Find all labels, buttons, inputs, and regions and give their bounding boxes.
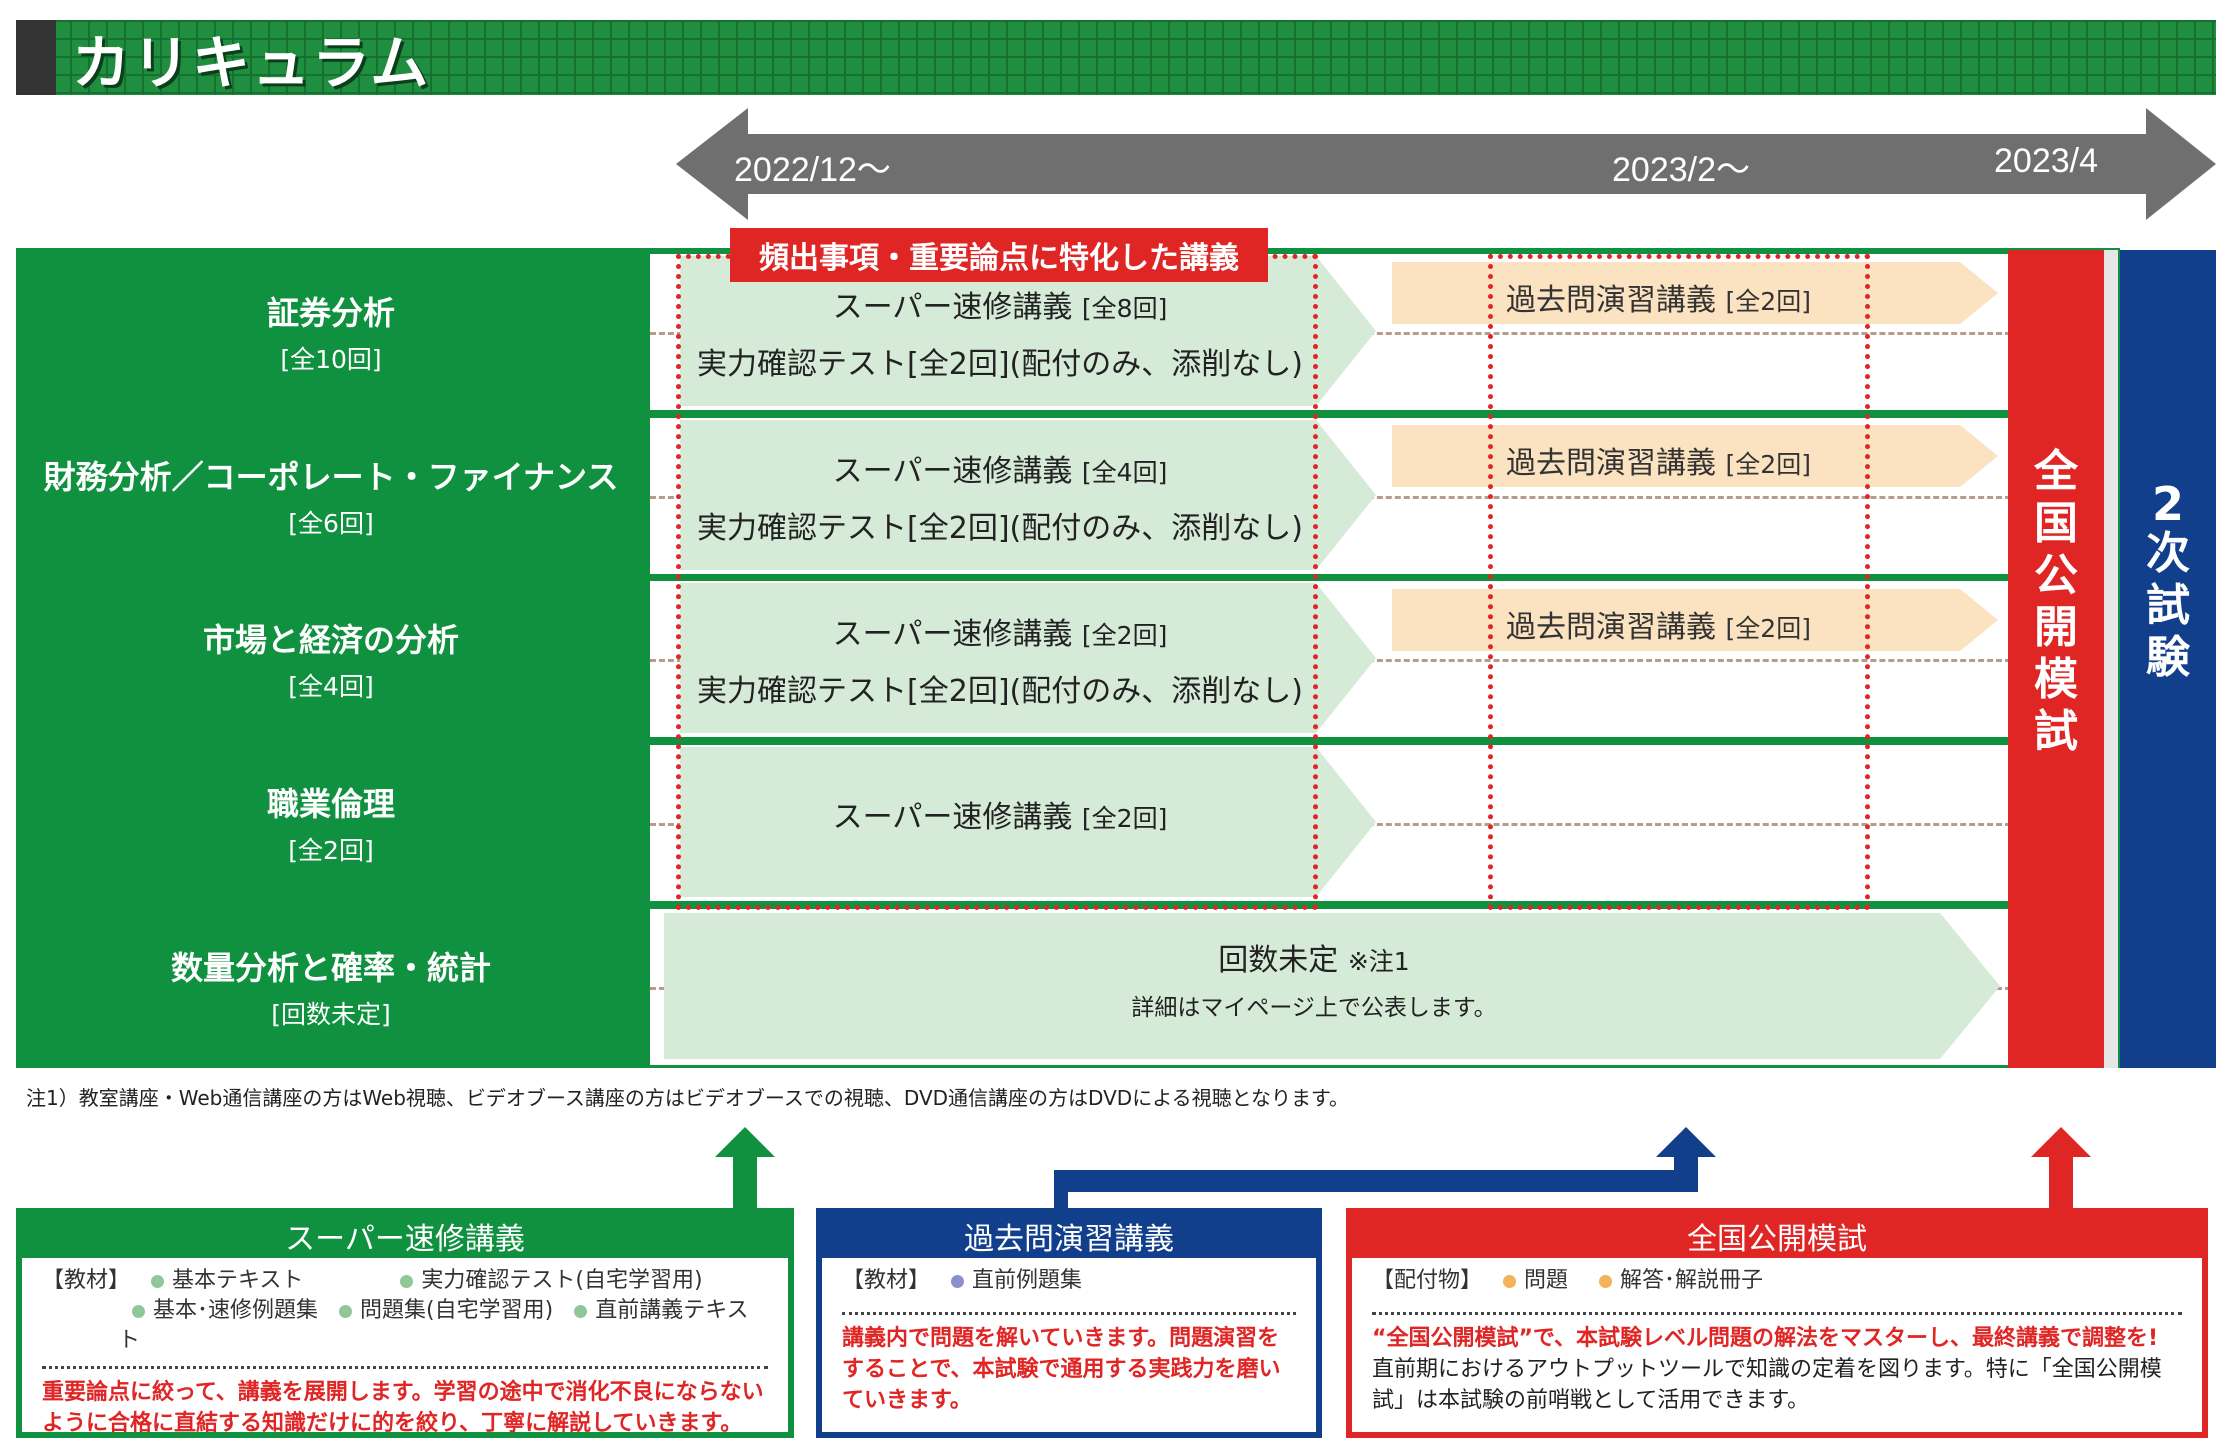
materials: 【配付物】 問題 解答･解説冊子 [1372,1268,1764,1293]
header-bar [16,20,2216,95]
mock-exam-bar: 全国公開模試 [2008,250,2104,1068]
lecture-arrow [680,256,1380,406]
lecture-text: スーパー速修講義 [全2回] [832,800,1168,835]
box-title: スーパー速修講義 [22,1214,788,1258]
materials: 【教材】 直前例題集 [842,1268,1083,1293]
timeline-date-start: 2022/12～ [734,151,891,189]
final-exam-number: 2 [2151,477,2184,531]
header-accent [16,20,56,95]
box-title: 過去問演習講義 [822,1214,1316,1258]
lecture-arrow [680,420,1380,570]
lecture-text: スーパー速修講義 [全2回] 実力確認テスト[全2回](配付のみ、添削なし) [697,617,1303,709]
lecture-text: スーパー速修講義 [全8回] 実力確認テスト[全2回](配付のみ、添削なし) [697,290,1303,382]
speed-lecture-box: スーパー速修講義 【教材】 基本テキスト 実力確認テスト(自宅学習用) 基本･速… [16,1208,794,1438]
box-title: 全国公開模試 [1352,1214,2202,1258]
bullet-icon [400,1274,414,1288]
subject-count: [回数未定] [271,1000,391,1029]
quant-lecture-arrow [664,913,2004,1059]
timeline-date-apr: 2023/4 [1994,142,2098,180]
subject-quant: 数量分析と確率・統計 [回数未定] [16,909,646,1065]
mock-exam-box: 全国公開模試 【配付物】 問題 解答･解説冊子 “全国公開模試”で、本試験レベル… [1346,1208,2208,1438]
final-exam-label: 次試験 [2146,528,2190,683]
past-arrow [1392,262,2002,324]
past-arrow [1392,425,2002,487]
past-lecture-text: 過去問演習講義 [全2回] [1506,610,1811,645]
subject-name: 財務分析／コーポレート・ファイナンス [43,458,619,496]
box-description: 重要論点に絞って、講義を展開します。学習の途中で消化不良にならないように合格に直… [42,1380,764,1436]
quant-lecture-text: 回数未定 ※注1 詳細はマイページ上で公表します。 [1131,943,1497,1021]
lecture-arrow [680,747,1380,897]
bullet-icon [951,1274,965,1288]
subject-count: [全6回] [288,509,374,538]
divider [1372,1312,2182,1315]
past-lecture-text: 過去問演習講義 [全2回] [1506,283,1811,318]
footnote: 注1）教室講座・Web通信講座の方はWeb視聴、ビデオブース講座の方はビデオブー… [26,1086,1349,1110]
subject-name: 証券分析 [266,294,395,332]
box-description-highlight: “全国公開模試”で、本試験レベル問題の解法をマスターし、最終講義で調整を! [1372,1326,2159,1351]
bullet-icon [132,1304,145,1318]
bullet-icon [1599,1274,1613,1288]
timeline-date-feb: 2023/2～ [1612,151,1750,189]
box-description: 直前期におけるアウトプットツールで知識の定着を図ります。特に「全国公開模試」は本… [1372,1357,2162,1413]
focus-box-past [1488,254,1870,910]
timeline-arrow [676,108,2220,220]
mock-exam-label: 全国公開模試 [2034,446,2078,757]
subject-count: [全10回] [280,345,382,374]
bullet-icon [1503,1274,1517,1288]
divider [842,1312,1296,1315]
separator [2104,250,2118,1068]
subject-securities: 証券分析 [全10回] [16,254,646,410]
subject-count: [全4回] [288,672,374,701]
subject-count: [全2回] [288,836,374,865]
subject-name: 数量分析と確率・統計 [170,949,491,987]
lecture-text: スーパー速修講義 [全4回] 実力確認テスト[全2回](配付のみ、添削なし) [697,454,1303,546]
subject-market: 市場と経済の分析 [全4回] [16,581,646,737]
focus-badge: 頻出事項・重要論点に特化した講義 [730,228,1268,282]
past-lecture-box: 過去問演習講義 【教材】 直前例題集 講義内で問題を解いていきます。問題演習をす… [816,1208,1322,1438]
bullet-icon [574,1304,588,1318]
divider [42,1366,768,1369]
past-arrow [1392,589,2002,651]
subject-name: 市場と経済の分析 [202,621,459,659]
subject-ethics: 職業倫理 [全2回] [16,745,646,901]
bullet-icon [339,1304,353,1318]
past-lecture-text: 過去問演習講義 [全2回] [1506,446,1811,481]
materials: 【教材】 基本テキスト 実力確認テスト(自宅学習用) 基本･速修例題集 問題集(… [42,1268,749,1353]
subject-finance: 財務分析／コーポレート・ファイナンス [全6回] [16,418,646,574]
page-title: カリキュラム [72,29,431,97]
box-description: 講義内で問題を解いていきます。問題演習をすることで、本試験で通用する実践力を磨い… [842,1326,1281,1413]
bullet-icon [151,1274,165,1288]
final-exam-bar: 2 次試験 [2120,250,2216,1068]
subject-name: 職業倫理 [266,785,395,823]
lecture-arrow [680,583,1380,733]
